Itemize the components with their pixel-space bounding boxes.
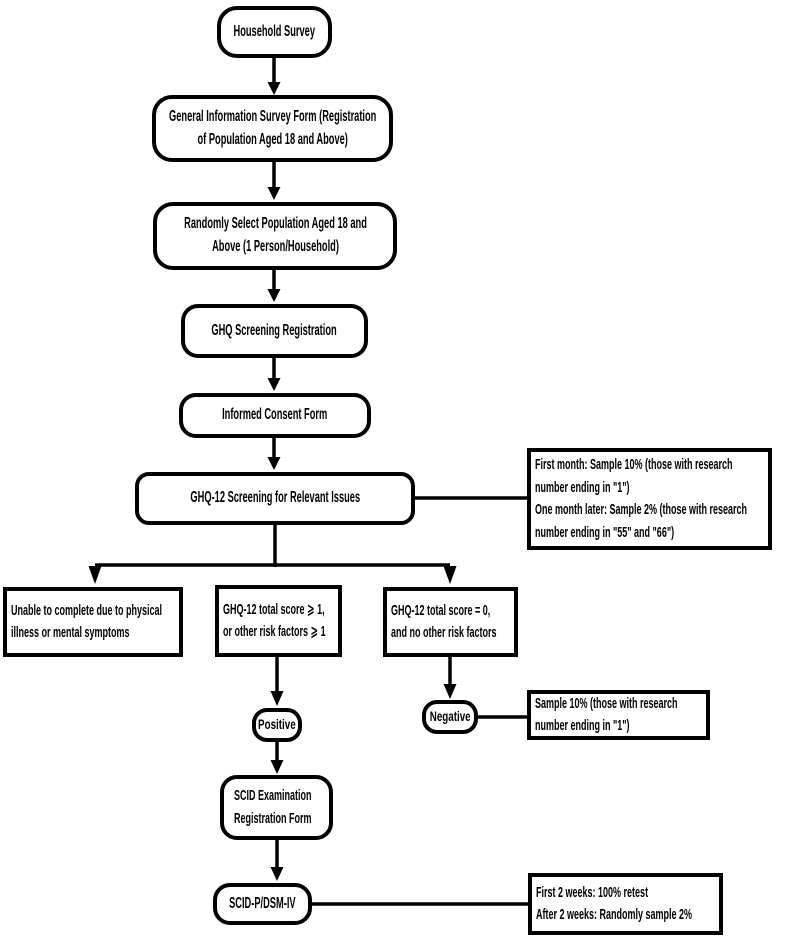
note-sample-10-percent: Sample 10% (those with research number e…: [527, 690, 710, 740]
node-ghq-screening-registration-label: GHQ Screening Registration: [211, 321, 338, 339]
node-positive: Positive: [252, 708, 302, 742]
note-first-month-sampling: First month: Sample 10% (those with rese…: [527, 448, 772, 550]
node-unable-to-complete-label: Unable to complete due to physical illne…: [11, 601, 163, 642]
node-general-info-survey-form: General Information Survey Form (Registr…: [152, 95, 393, 162]
note-retest-schedule-label: First 2 weeks: 100% retest After 2 weeks…: [536, 883, 693, 924]
node-scid-exam-registration: SCID Examination Registration Form: [220, 775, 333, 840]
arrowheads: [88, 82, 457, 881]
node-scid-exam-registration-label: SCID Examination Registration Form: [234, 787, 312, 827]
node-unable-to-complete: Unable to complete due to physical illne…: [3, 587, 183, 657]
arrowhead: [267, 289, 281, 302]
node-score-ge-1-label: GHQ-12 total score ⩾ 1, or other risk fa…: [223, 600, 326, 641]
arrowhead: [443, 684, 457, 699]
node-randomly-select-population-label: Randomly Select Population Aged 18 and A…: [183, 215, 367, 255]
node-positive-label: Positive: [258, 716, 296, 733]
arrowhead: [88, 566, 102, 584]
arrowhead: [443, 566, 457, 584]
node-score-eq-0: GHQ-12 total score = 0, and no other ris…: [383, 587, 518, 657]
node-randomly-select-population: Randomly Select Population Aged 18 and A…: [153, 202, 397, 270]
node-score-ge-1: GHQ-12 total score ⩾ 1, or other risk fa…: [215, 585, 342, 657]
arrowhead: [270, 867, 284, 881]
node-ghq12-screening: GHQ-12 Screening for Relevant Issues: [135, 472, 415, 525]
note-retest-schedule: First 2 weeks: 100% retest After 2 weeks…: [528, 873, 723, 935]
node-general-info-survey-form-label: General Information Survey Form (Registr…: [168, 107, 377, 148]
node-ghq12-screening-label: GHQ-12 Screening for Relevant Issues: [190, 489, 360, 507]
node-ghq-screening-registration: GHQ Screening Registration: [181, 304, 368, 358]
node-scid-p-dsm-iv: SCID-P/DSM-IV: [213, 883, 312, 925]
connector-lines: [95, 58, 530, 906]
node-household-survey: Household Survey: [217, 6, 332, 58]
note-sample-10-percent-label: Sample 10% (those with research number e…: [535, 694, 678, 735]
arrowhead: [267, 378, 281, 391]
node-negative: Negative: [422, 700, 478, 734]
arrowhead: [270, 691, 284, 706]
arrowhead: [267, 82, 281, 95]
node-household-survey-label: Household Survey: [233, 22, 316, 40]
node-informed-consent-form: Informed Consent Form: [179, 393, 371, 438]
node-informed-consent-form-label: Informed Consent Form: [222, 406, 328, 424]
node-score-eq-0-label: GHQ-12 total score = 0, and no other ris…: [391, 601, 497, 642]
arrowhead: [267, 457, 281, 470]
node-scid-p-dsm-iv-label: SCID-P/DSM-IV: [229, 894, 296, 912]
note-first-month-sampling-label: First month: Sample 10% (those with rese…: [535, 456, 748, 541]
arrowhead: [267, 187, 281, 200]
arrowhead: [270, 760, 284, 774]
node-negative-label: Negative: [429, 708, 471, 725]
